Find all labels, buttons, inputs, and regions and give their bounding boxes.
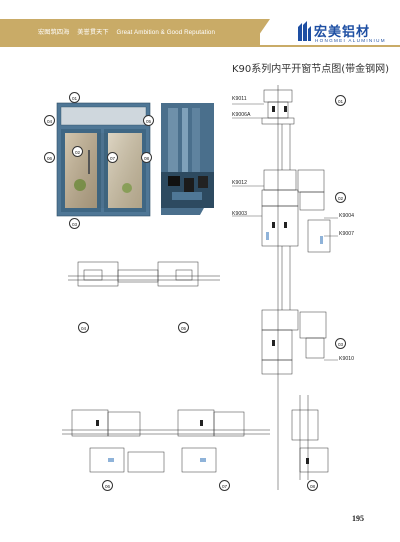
header-rule — [0, 45, 400, 47]
callout-02: 02 — [72, 146, 83, 157]
slogan-part-2: 美誉贯天下 — [77, 29, 109, 36]
page-number: 195 — [352, 514, 364, 523]
label-k9004: K9004 — [339, 213, 355, 219]
brand-logo: 宏美铝材 HONGMEI ALUMINIUM — [296, 21, 388, 47]
header-slogan: 宏图筑四海 美誉贯天下 Great Ambition & Good Reputa… — [38, 27, 221, 36]
callout-03: 03 — [69, 218, 80, 229]
label-k9012: K9012 — [232, 180, 248, 186]
logo-text-cn: 宏美铝材 — [314, 25, 371, 40]
callout-04: 04 — [44, 115, 55, 126]
header-band — [0, 19, 260, 45]
detail-callout-04: 04 — [78, 322, 89, 333]
logo-mark-icon — [298, 21, 311, 41]
label-k9010: K9010 — [339, 356, 355, 362]
detail-callout-05: 05 — [178, 322, 189, 333]
callout-08: 08 — [141, 152, 152, 163]
callout-06: 06 — [44, 152, 55, 163]
detail-callout-06: 06 — [102, 480, 113, 491]
label-k9011: K9011 — [232, 96, 247, 102]
callout-05: 05 — [143, 115, 154, 126]
slogan-part-1: 宏图筑四海 — [38, 29, 70, 36]
callout-01: 01 — [69, 92, 80, 103]
label-k9003: K9003 — [232, 211, 248, 217]
label-k9007: K9007 — [339, 231, 355, 237]
page-title: K90系列内平开窗节点图(带金钢网) — [232, 64, 390, 75]
detail-callout-01: 01 — [335, 95, 346, 106]
detail-callout-02: 02 — [335, 192, 346, 203]
detail-callout-03: 03 — [335, 338, 346, 349]
logo-text-en: HONGMEI ALUMINIUM — [315, 38, 386, 43]
slogan-part-3: Great Ambition & Good Reputation — [116, 29, 216, 36]
detail-callout-07: 07 — [219, 480, 230, 491]
header-band-tip — [252, 19, 270, 45]
callout-07: 07 — [107, 152, 118, 163]
label-k9006a: K9006A — [232, 112, 251, 118]
detail-callout-08: 08 — [307, 480, 318, 491]
